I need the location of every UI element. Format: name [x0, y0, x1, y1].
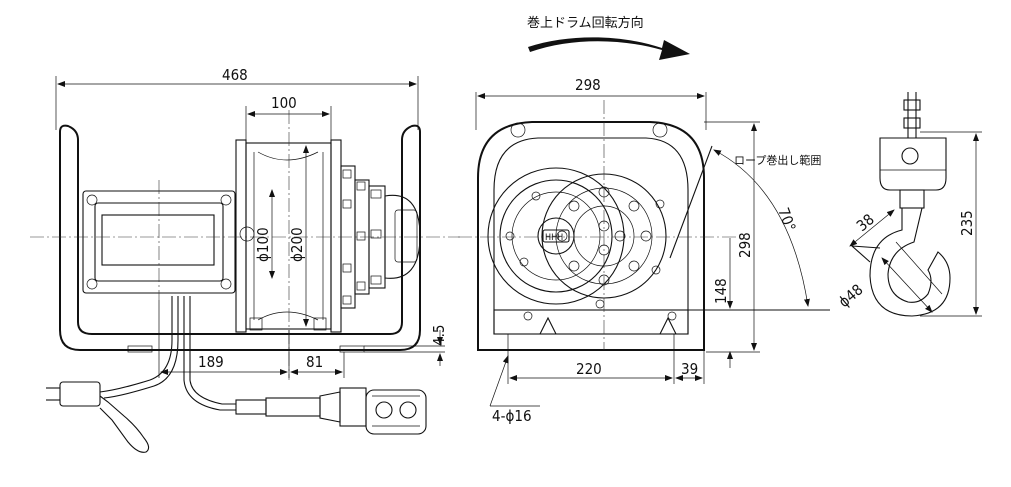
- rotation-direction-label: 巻上ドラム回転方向: [527, 15, 644, 31]
- dim-plate-thickness: 4.5: [430, 325, 448, 346]
- dim-right-offset: 81: [306, 353, 323, 371]
- dim-hole-pitch: 220: [576, 360, 602, 378]
- pendant-switch-icon: [235, 387, 427, 435]
- dim-hook-dia: ϕ48: [835, 281, 867, 312]
- dim-side-height: 298: [736, 232, 754, 258]
- dim-hook-height: 235: [958, 210, 976, 236]
- dim-overall-width: 468: [222, 66, 248, 84]
- dim-hole-edge: 39: [681, 360, 698, 378]
- dim-holes: 4-ϕ16: [492, 407, 532, 425]
- dim-drum-inner-dia: ϕ100: [254, 227, 272, 262]
- dim-rope-height: 148: [712, 278, 730, 304]
- dim-drum-outer-dia: ϕ200: [288, 227, 306, 262]
- power-plug-icon: [46, 381, 150, 453]
- rope-range-label: ロープ巻出し範囲: [734, 153, 821, 167]
- dim-angle: 70°: [774, 205, 799, 234]
- side-view: 298 HHH: [458, 76, 830, 425]
- front-view: 468 100 ϕ100 ϕ200: [30, 66, 460, 453]
- dim-side-width: 298: [575, 76, 601, 94]
- hook-view: 235 38 ϕ48: [835, 92, 982, 317]
- svg-text:HHH: HHH: [545, 233, 563, 243]
- dim-hook-throat: 38: [853, 210, 878, 235]
- rotation-arrow-icon: [528, 37, 690, 60]
- rotation-direction-indicator: 巻上ドラム回転方向: [527, 15, 690, 60]
- dim-drum-length: 100: [271, 94, 297, 112]
- dim-left-offset: 189: [198, 353, 224, 371]
